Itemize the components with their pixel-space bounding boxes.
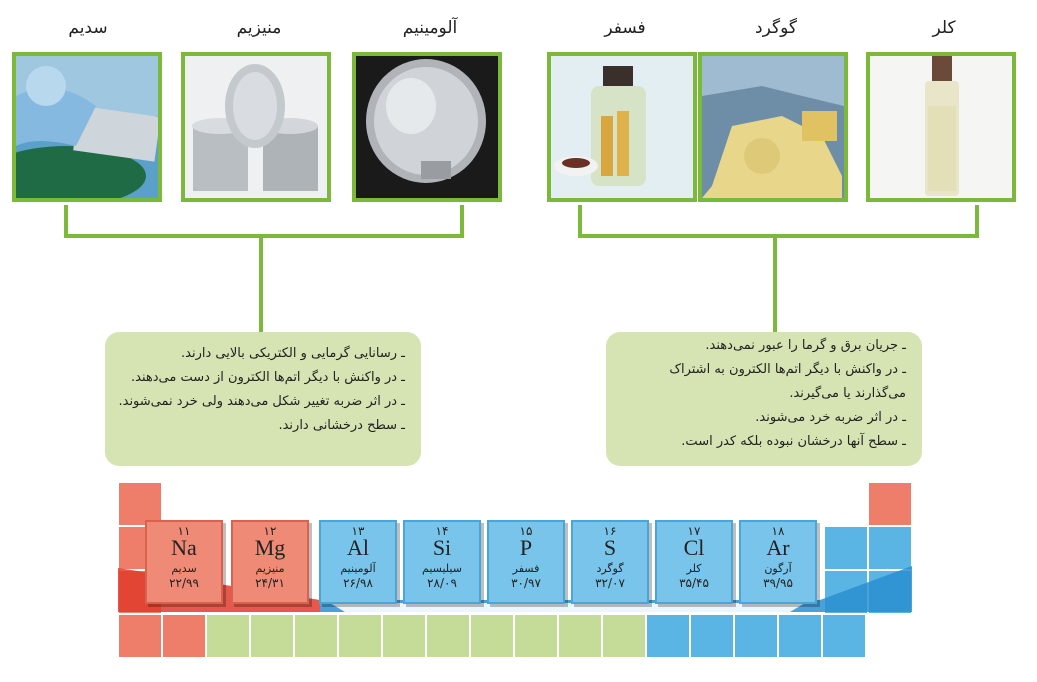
aluminium-photo (352, 52, 502, 202)
label-sodium: سدیم (68, 18, 108, 38)
sodium-photo (12, 52, 162, 202)
grid-cell (822, 614, 866, 658)
note-line: می‌گذارند یا می‌گیرند. (789, 386, 906, 401)
grid-cell (426, 614, 470, 658)
grid-cell (294, 614, 338, 658)
note-line: ـ سطح آنها درخشان نبوده بلکه کدر است. (681, 434, 906, 449)
grid-cell (690, 614, 734, 658)
note-line: ـ در واکنش با دیگر اتم‌ها الکترون از دست… (130, 370, 405, 385)
bracket-line (259, 234, 263, 334)
grid-cell (514, 614, 558, 658)
grid-cell (824, 526, 868, 570)
note-line: ـ سطح درخشانی دارند. (278, 418, 405, 433)
grid-cell (162, 614, 206, 658)
grid-cell (558, 614, 602, 658)
note-line: ـ رسانایی گرمایی و الکتریکی بالایی دارند… (181, 346, 405, 361)
label-magnesium: منیزیم (236, 18, 282, 38)
grid-cell (338, 614, 382, 658)
grid-cell (602, 614, 646, 658)
label-aluminium: آلومینیم (402, 18, 458, 38)
bracket-line (578, 234, 979, 238)
note-line: ـ در اثر ضربه خرد می‌شوند. (755, 410, 906, 425)
phosphorus-photo (547, 52, 697, 202)
note-line: ـ در واکنش با دیگر اتم‌ها الکترون به اشت… (669, 362, 906, 377)
label-phosphorus: فسفر (604, 18, 646, 38)
grid-cell (734, 614, 778, 658)
magnesium-photo (181, 52, 331, 202)
sulfur-photo (698, 52, 848, 202)
bracket-line (975, 205, 979, 237)
grid-cell (868, 526, 912, 570)
label-sulfur: گوگرد (755, 18, 797, 38)
grid-cell (250, 614, 294, 658)
metals-note: ـ رسانایی گرمایی و الکتریکی بالایی دارند… (105, 332, 421, 466)
bracket-line (64, 205, 68, 237)
bracket-line (773, 234, 777, 334)
grid-cell (206, 614, 250, 658)
bracket-line (64, 234, 464, 238)
grid-cell (778, 614, 822, 658)
grid-cell (118, 482, 162, 526)
bracket-line (460, 205, 464, 237)
label-chlorine: کلر (932, 18, 956, 38)
grid-cell (382, 614, 426, 658)
grid-cell (646, 614, 690, 658)
chlorine-photo (866, 52, 1016, 202)
note-line: ـ جریان برق و گرما را عبور نمی‌دهند. (705, 338, 906, 353)
bracket-line (578, 205, 582, 237)
grid-cell (470, 614, 514, 658)
grid-cell (118, 614, 162, 658)
grid-cell (868, 482, 912, 526)
nonmetals-note: ـ جریان برق و گرما را عبور نمی‌دهند. ـ د… (606, 332, 922, 466)
note-line: ـ در اثر ضربه تغییر شکل می‌دهند ولی خرد … (118, 394, 405, 409)
